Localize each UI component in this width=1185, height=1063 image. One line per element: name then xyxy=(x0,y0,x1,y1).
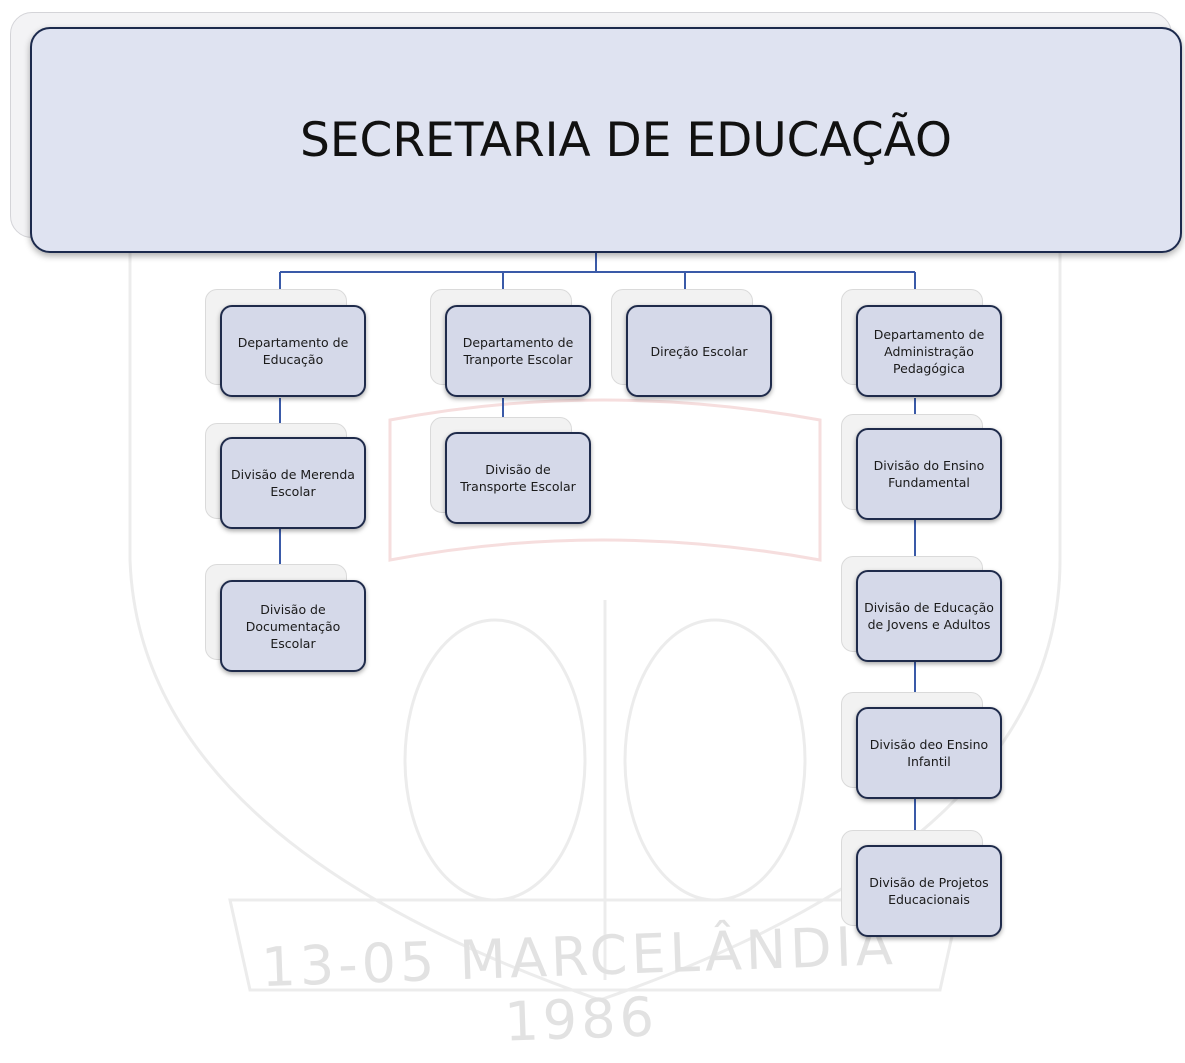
node-div-projetos: Divisão de Projetos Educacionais xyxy=(856,845,1002,937)
node-dep-transporte: Departamento de Tranporte Escolar xyxy=(445,305,591,397)
node-div-fundamental: Divisão do Ensino Fundamental xyxy=(856,428,1002,520)
node-div-merenda: Divisão de Merenda Escolar xyxy=(220,437,366,529)
node-dep-admin: Departamento de Administração Pedagógica xyxy=(856,305,1002,397)
title-box: SECRETARIA DE EDUCAÇÃO xyxy=(30,27,1182,253)
node-dep-educacao: Departamento de Educação xyxy=(220,305,366,397)
page-title: SECRETARIA DE EDUCAÇÃO xyxy=(300,112,952,168)
node-div-infantil: Divisão deo Ensino Infantil xyxy=(856,707,1002,799)
node-div-eja: Divisão de Educação de Jovens e Adultos xyxy=(856,570,1002,662)
node-div-transporte: Divisão de Transporte Escolar xyxy=(445,432,591,524)
node-direcao: Direção Escolar xyxy=(626,305,772,397)
node-div-documentacao: Divisão de Documentação Escolar xyxy=(220,580,366,672)
